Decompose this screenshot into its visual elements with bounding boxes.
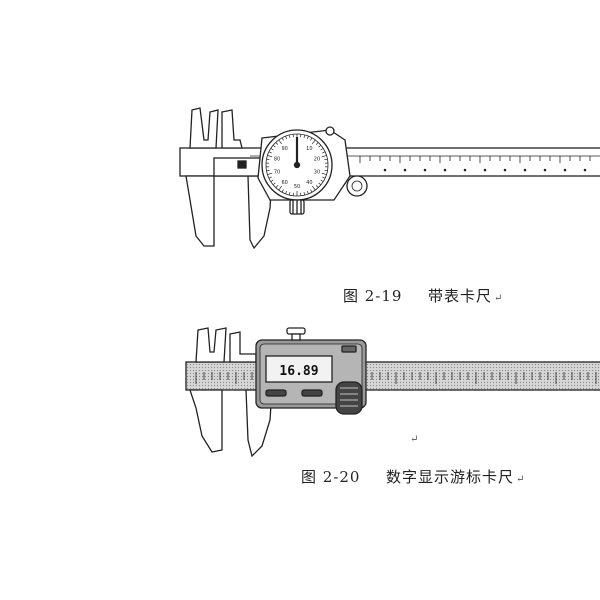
dial-tick (315, 185, 319, 188)
dial-tick (324, 169, 328, 172)
dial-tick (285, 136, 288, 140)
dial-tick (320, 148, 324, 151)
dial-tick (266, 169, 270, 172)
dial-tick (270, 179, 274, 182)
dial-caliper-scale-ticks (359, 156, 591, 163)
digital-caliper-lower-jaw-fixed (189, 389, 223, 453)
digital-caliper-button-top (341, 345, 357, 353)
dial-tick (281, 189, 284, 193)
figure-title: 带表卡尺 (428, 287, 493, 305)
dial-tick (320, 179, 324, 182)
dial-tick (278, 185, 283, 191)
dial-number: 30 (314, 169, 320, 175)
dial-pivot (293, 161, 301, 169)
dial-number: 90 (281, 146, 287, 152)
dial-tick (303, 134, 306, 138)
dial-number: 60 (281, 180, 287, 186)
dial-tick (270, 148, 274, 151)
dial-tick (275, 142, 279, 145)
dial-tick (285, 190, 288, 194)
figure-number: 图 2-19 (343, 287, 403, 305)
lcd-readout: 16.89 (279, 364, 318, 379)
dial-tick (272, 182, 276, 186)
digital-caliper-lock-screw (286, 327, 306, 341)
dial-tick (311, 139, 316, 145)
return-mark: ↵ (516, 474, 526, 485)
dial-numbers: 90 10 80 20 70 30 60 40 50 (274, 146, 320, 190)
digital-caliper-button-left (265, 389, 287, 397)
dial-tick (303, 192, 306, 196)
dial-caliper-thumb-wheel (289, 199, 305, 215)
dial-tick (310, 137, 313, 141)
dial-tick (268, 151, 272, 154)
dial-tick (275, 185, 279, 188)
dial-tick (288, 134, 291, 138)
dial-number: 10 (306, 146, 312, 152)
dial-tick (268, 176, 272, 179)
dial-tick (306, 190, 309, 194)
figure-title: 数字显示游标卡尺 (386, 468, 515, 486)
dial-tick (310, 189, 313, 193)
dial-caliper-lock-knob (346, 175, 368, 197)
digital-caliper-beam (185, 361, 600, 391)
dial-tick (267, 172, 273, 175)
dial-number: 40 (306, 180, 312, 186)
dial-tick (267, 155, 273, 158)
figure-caption-2-19: 图 2-19 带表卡尺↵ (343, 285, 503, 306)
dial-caliper-upper-jaw-fixed (189, 107, 219, 149)
dial-tick (306, 136, 309, 140)
dial-tick (288, 192, 291, 196)
dial-ticks (266, 134, 328, 196)
lcd-screen (265, 355, 333, 383)
dial-tick (272, 144, 276, 148)
figure-caption-2-20: 图 2-20 数字显示游标卡尺↵ (301, 466, 525, 487)
return-mark: ↵ (410, 434, 419, 445)
dial-tick (322, 151, 326, 154)
dial-tick (278, 139, 283, 145)
digital-caliper-upper-jaw-fixed (195, 327, 227, 363)
dial-tick (322, 176, 326, 179)
dial-number: 50 (294, 184, 300, 190)
figure-number: 图 2-20 (301, 468, 361, 486)
return-mark: ↵ (494, 293, 504, 304)
dial-tick (318, 144, 322, 148)
dial-tick (318, 182, 322, 186)
dial-tick (281, 137, 284, 141)
dial-tick (266, 158, 270, 161)
dial-number: 80 (274, 157, 280, 163)
dial-tick (311, 185, 316, 191)
digital-caliper-thumb-wheel (335, 381, 363, 415)
dial-caliper-rack (383, 168, 587, 172)
dial-number: 20 (314, 157, 320, 163)
dial-tick (315, 142, 319, 145)
digital-caliper-button-right (301, 389, 323, 397)
dial-caliper-upper-jaw-moving (221, 109, 243, 149)
dial-caliper-top-screw (325, 126, 335, 136)
digital-caliper-scale-ticks (195, 372, 597, 384)
digital-caliper-upper-jaw-moving (229, 331, 257, 363)
dial-tick (321, 172, 327, 175)
dial-tick (321, 155, 327, 158)
dial-tick (324, 158, 328, 161)
dial-number: 70 (274, 169, 280, 175)
